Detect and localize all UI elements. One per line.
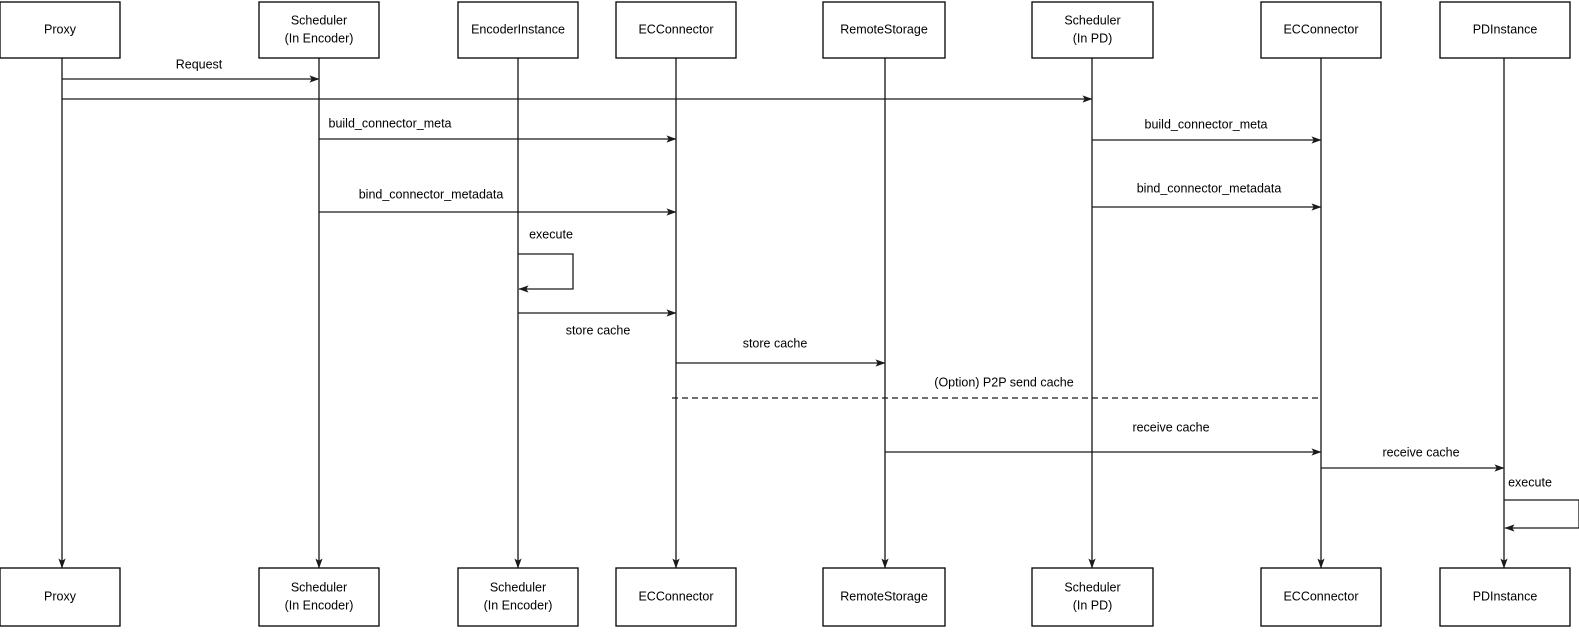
participant-label-line1: RemoteStorage <box>840 22 928 36</box>
message-label: build_connector_meta <box>329 116 452 130</box>
bottom-participant-boxes: Proxy Scheduler (In Encoder) Scheduler (In E… <box>0 567 1571 627</box>
participant-label-line2: (In Encoder) <box>484 598 553 612</box>
message-label: build_connector_meta <box>1145 117 1268 131</box>
participant-box-encoder-instance-bottom[interactable]: Scheduler (In Encoder) <box>457 567 579 627</box>
message-label: receive cache <box>1132 420 1209 434</box>
participant-label-line1: Scheduler <box>490 580 546 594</box>
message-label: receive cache <box>1382 445 1459 459</box>
participant-box-proxy-bottom[interactable]: Proxy <box>0 567 121 627</box>
self-message-execute-encoder[interactable]: execute <box>518 227 574 293</box>
message-p2p-send-cache[interactable]: (Option) P2P send cache <box>672 375 1321 399</box>
message-build-connector-meta-encoder[interactable]: build_connector_meta <box>319 116 677 143</box>
messages-group: Request build_connector_meta build_connect… <box>62 57 1505 472</box>
message-label: (Option) P2P send cache <box>934 375 1073 389</box>
participant-label-line1: EncoderInstance <box>471 22 565 36</box>
participant-box-ec-connector-pd-bottom[interactable]: ECConnector <box>1260 567 1382 627</box>
participant-label-line2: (In PD) <box>1073 598 1113 612</box>
participant-label-line1: PDInstance <box>1473 22 1538 36</box>
participant-label-line1: Proxy <box>44 22 77 36</box>
self-messages-group: execute execute <box>518 227 1579 532</box>
participant-box-remote-storage-top[interactable]: RemoteStorage <box>822 1 946 59</box>
participant-box-ec-connector-encoder-bottom[interactable]: ECConnector <box>615 567 737 627</box>
participant-label-line1: RemoteStorage <box>840 589 928 603</box>
participant-box-scheduler-in-encoder-top[interactable]: Scheduler (In Encoder) <box>258 1 380 59</box>
self-message-label: execute <box>1508 475 1552 489</box>
message-store-cache-encoder[interactable]: store cache <box>518 309 677 337</box>
message-bind-connector-metadata-pd[interactable]: bind_connector_metadata <box>1092 181 1322 211</box>
message-store-cache-remote[interactable]: store cache <box>676 336 886 367</box>
message-build-connector-meta-pd[interactable]: build_connector_meta <box>1092 117 1322 144</box>
self-message-label: execute <box>529 227 573 241</box>
participant-box-remote-storage-bottom[interactable]: RemoteStorage <box>822 567 946 627</box>
self-message-path <box>1504 499 1579 532</box>
participant-box-scheduler-in-pd-bottom[interactable]: Scheduler (In PD) <box>1031 567 1154 627</box>
participant-label-line2: (In Encoder) <box>285 598 354 612</box>
participant-box-scheduler-in-pd-top[interactable]: Scheduler (In PD) <box>1031 1 1154 59</box>
participant-box-proxy-top[interactable]: Proxy <box>0 1 121 59</box>
participant-label-line1: ECConnector <box>1283 22 1358 36</box>
participant-label-line1: ECConnector <box>638 589 713 603</box>
participant-label-line1: Scheduler <box>1064 580 1120 594</box>
participant-label-line1: ECConnector <box>638 22 713 36</box>
message-receive-cache-remote-to-ecpd[interactable]: receive cache <box>885 420 1322 456</box>
message-label: store cache <box>743 336 808 350</box>
self-message-execute-pd[interactable]: execute <box>1504 475 1579 532</box>
participant-label-line1: ECConnector <box>1283 589 1358 603</box>
participant-box-pd-instance-bottom[interactable]: PDInstance <box>1439 567 1571 627</box>
participant-label-line2: (In Encoder) <box>285 31 354 45</box>
participant-label-line1: Scheduler <box>1064 13 1120 27</box>
participant-label-line1: PDInstance <box>1473 589 1538 603</box>
participant-label-line1: Scheduler <box>291 13 347 27</box>
participant-box-encoder-instance-top[interactable]: EncoderInstance <box>457 1 579 59</box>
participant-box-ec-connector-pd-top[interactable]: ECConnector <box>1260 1 1382 59</box>
participant-box-pd-instance-top[interactable]: PDInstance <box>1439 1 1571 59</box>
lifeline-lines-group <box>58 58 1508 569</box>
participant-box-scheduler-in-encoder-bottom[interactable]: Scheduler (In Encoder) <box>258 567 380 627</box>
message-request[interactable]: Request <box>62 57 320 83</box>
message-label: bind_connector_metadata <box>359 187 504 201</box>
top-participant-boxes: Proxy Scheduler (In Encoder) EncoderInstanc… <box>0 1 1571 59</box>
participant-label-line1: Scheduler <box>291 580 347 594</box>
participant-label-line1: Proxy <box>44 589 77 603</box>
participant-label-line2: (In PD) <box>1073 31 1113 45</box>
message-label: Request <box>176 57 223 71</box>
message-bind-connector-metadata-encoder[interactable]: bind_connector_metadata <box>319 187 677 216</box>
message-label: store cache <box>566 323 631 337</box>
message-label: bind_connector_metadata <box>1137 181 1282 195</box>
self-message-path <box>518 253 574 293</box>
participant-box-ec-connector-encoder-top[interactable]: ECConnector <box>615 1 737 59</box>
message-receive-cache-ecpd-to-pd[interactable]: receive cache <box>1321 445 1505 472</box>
